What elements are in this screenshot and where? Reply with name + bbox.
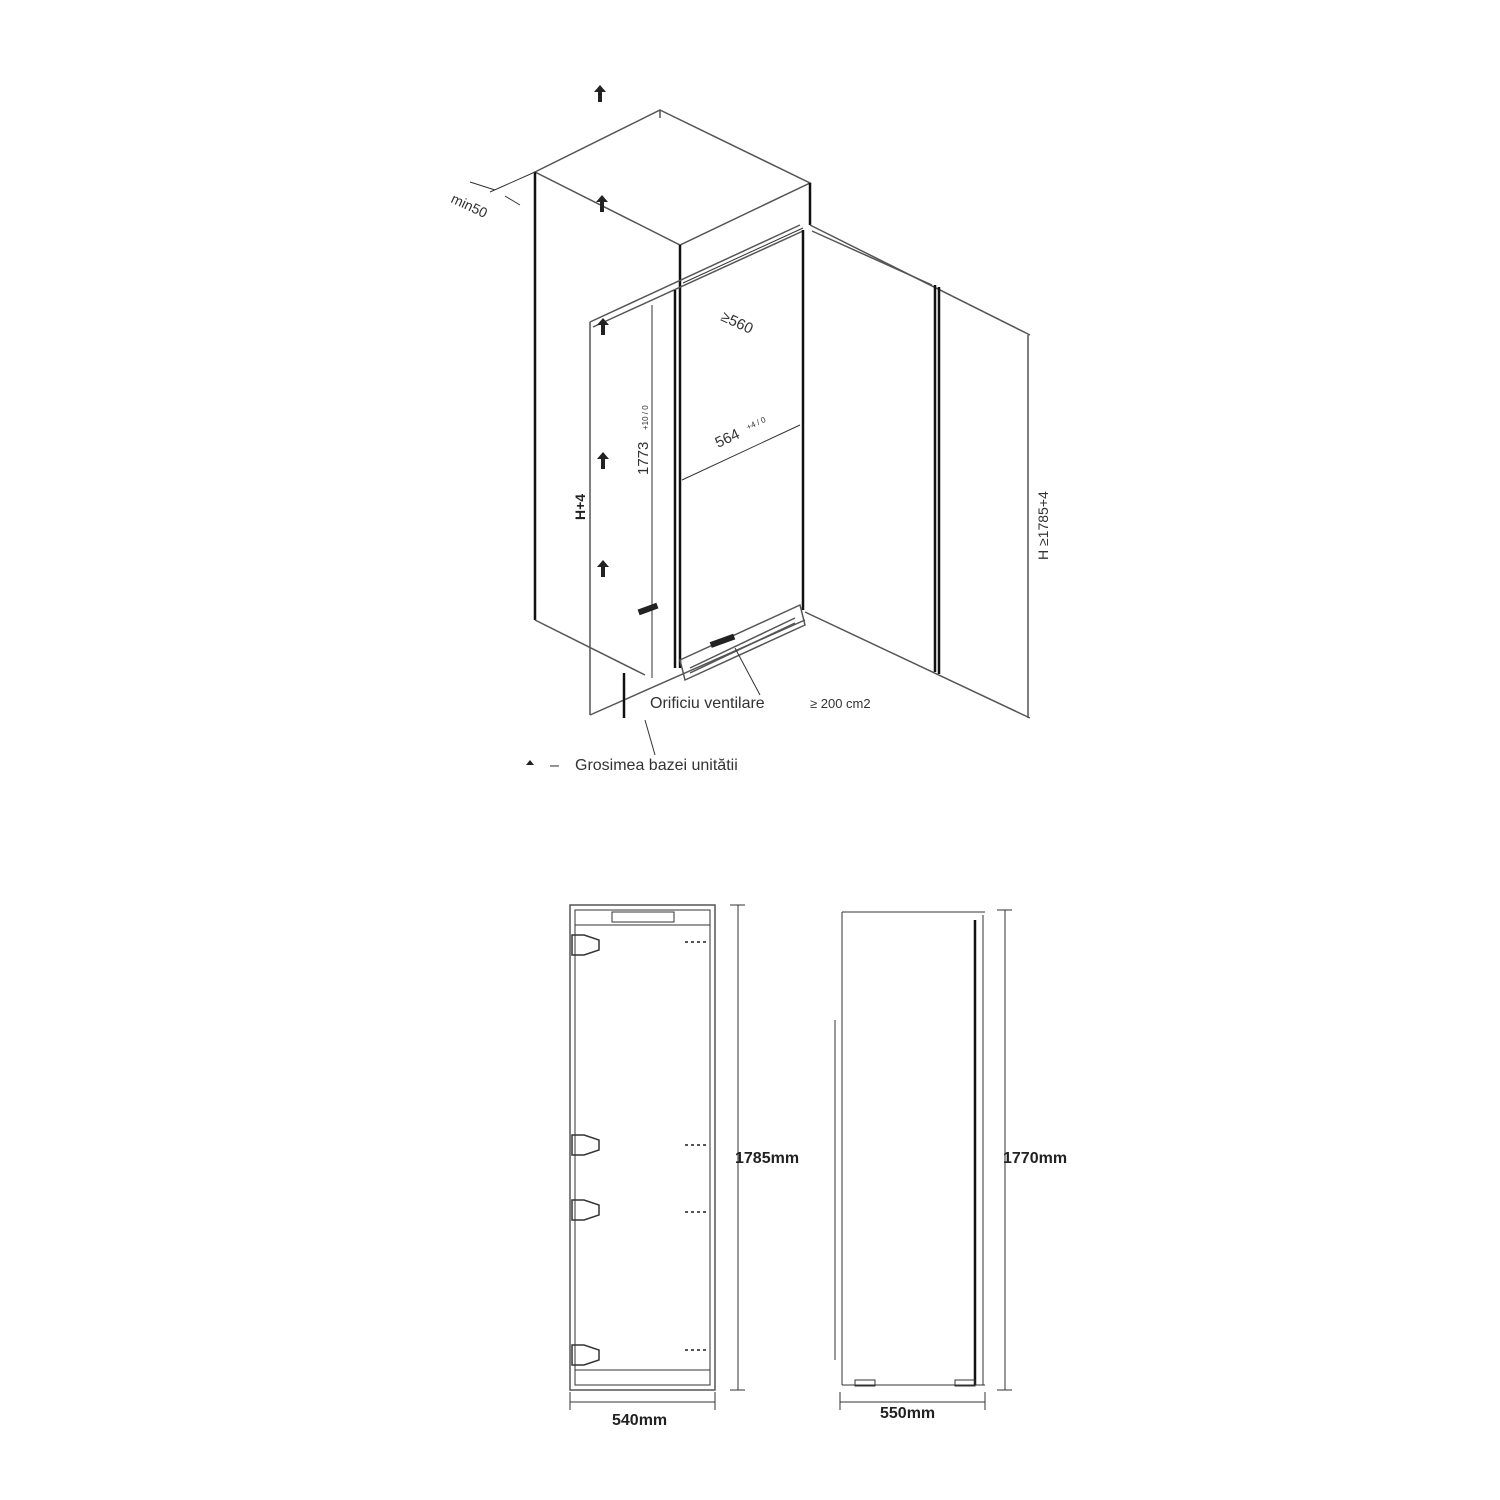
base-offset-label: H+4: [572, 494, 588, 520]
cabinet-height-label: H ≥1785+4: [1035, 491, 1051, 560]
airflow-arrow-icons: [526, 85, 736, 765]
side-depth-label: 550mm: [880, 1405, 935, 1422]
installation-isometric: min50 ≥560 1773 +10 / 0 564 +4 / 0 H+4 H…: [449, 85, 1051, 774]
niche-width-tolerance: +4 / 0: [745, 415, 768, 432]
vent-value: ≥ 200 cm2: [810, 696, 871, 711]
hinge-icons: [571, 934, 600, 1366]
side-view: 1770mm 550mm: [834, 909, 1067, 1422]
front-width-label: 540mm: [612, 1412, 667, 1429]
front-view: 1785mm 540mm: [569, 904, 799, 1429]
legend-text: Grosimea bazei unitătii: [575, 757, 738, 774]
side-height-label: 1770mm: [1003, 1150, 1067, 1167]
legend-dash: –: [550, 757, 559, 774]
cabinet-top: [533, 109, 812, 246]
depth-min-label: ≥560: [718, 308, 755, 337]
front-height-label: 1785mm: [735, 1150, 799, 1167]
min-gap-label: min50: [449, 190, 491, 221]
niche-height-label: 1773: [635, 442, 652, 475]
niche-width-label: 564: [713, 426, 743, 452]
niche-height-tolerance: +10 / 0: [641, 405, 650, 430]
vent-label: Orificiu ventilare: [650, 695, 765, 712]
